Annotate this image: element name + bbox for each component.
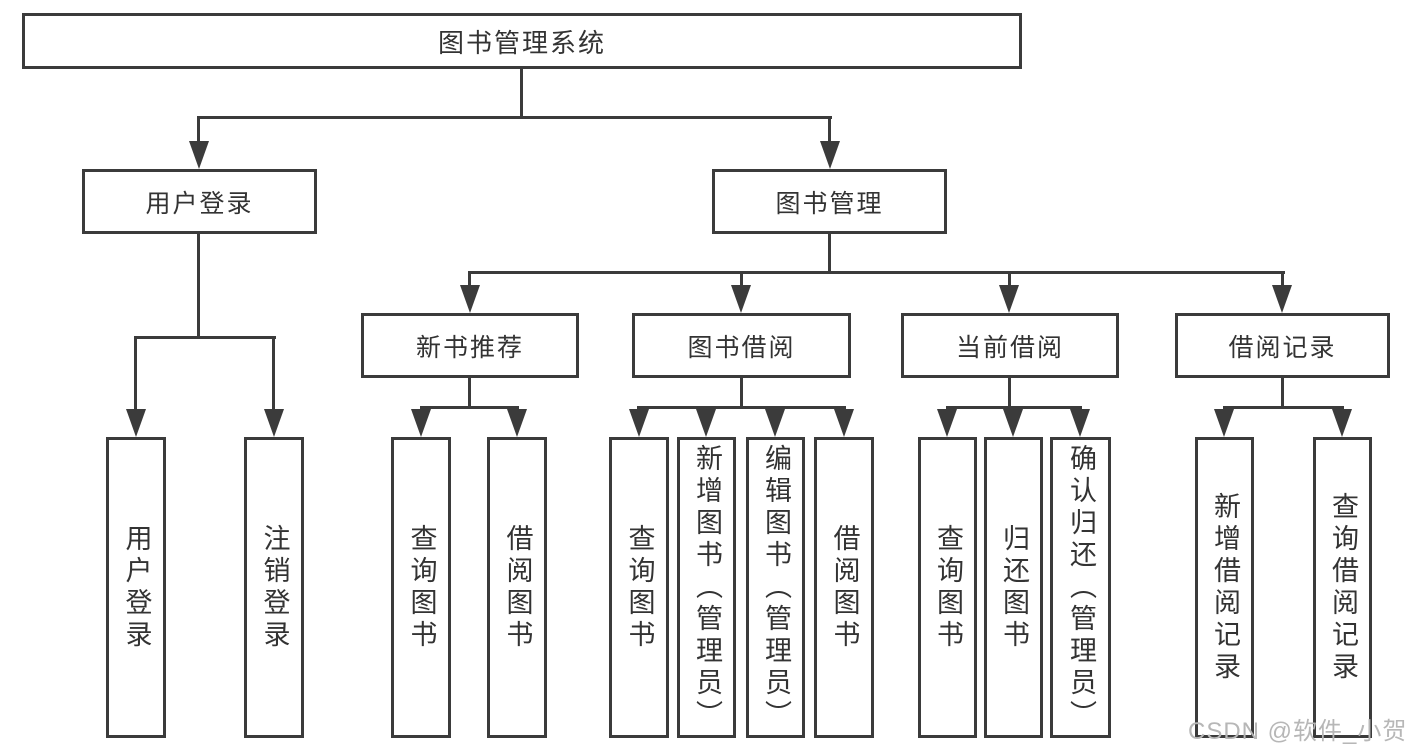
arrow-down-icon — [731, 285, 751, 313]
leaf-bb-edit-books-admin: 编辑图书（管理员） — [746, 437, 805, 738]
node-borrowing-records: 借阅记录 — [1175, 313, 1390, 378]
node-new-book-recommendation: 新书推荐 — [361, 313, 579, 378]
node-book-management-label: 图书管理 — [775, 189, 884, 218]
leaf-br-add-record-label: 新增借阅记录 — [1210, 491, 1240, 684]
connector-user-login-bus — [134, 336, 276, 339]
arrow-down-icon — [765, 409, 785, 437]
connector-groupD-stem — [1281, 377, 1284, 409]
csdn-watermark: CSDN @软件_小贺同学 — [1188, 718, 1405, 745]
leaf-nb-query-books-label: 查询图书 — [406, 523, 437, 652]
leaf-user-login-label: 用户登录 — [121, 523, 152, 652]
node-current-borrowing-label: 当前借阅 — [955, 333, 1064, 362]
leaf-bb-query-books-label: 查询图书 — [624, 523, 655, 652]
leaf-br-query-record-label: 查询借阅记录 — [1328, 491, 1358, 684]
arrow-down-icon — [1070, 409, 1090, 437]
node-user-login-label: 用户登录 — [145, 189, 254, 218]
leaf-cb-confirm-return-admin-label: 确认归还（管理员） — [1066, 443, 1096, 732]
arrow-down-icon — [999, 285, 1019, 313]
connector-book-mgmt-drop — [828, 116, 831, 143]
leaf-bb-borrow-books-label: 借阅图书 — [829, 523, 860, 652]
connector-groupB-stem — [740, 377, 743, 409]
node-book-borrowing-label: 图书借阅 — [687, 333, 796, 362]
connector-book-mgmt-stem — [828, 233, 831, 274]
arrow-down-icon — [411, 409, 431, 437]
connector-l3-drop — [468, 271, 471, 287]
arrow-down-icon — [834, 409, 854, 437]
node-borrowing-records-label: 借阅记录 — [1228, 333, 1337, 362]
leaf-bb-edit-books-admin-label: 编辑图书（管理员） — [761, 443, 791, 732]
leaf-cb-query-books-label: 查询图书 — [933, 523, 963, 652]
node-user-login: 用户登录 — [82, 169, 317, 234]
leaf-cb-query-books: 查询图书 — [918, 437, 977, 738]
node-new-book-recommendation-label: 新书推荐 — [415, 333, 524, 362]
connector-groupA-stem — [468, 377, 471, 409]
arrow-down-icon — [126, 409, 146, 437]
connector-leaf-drop — [134, 336, 137, 411]
leaf-logout: 注销登录 — [244, 437, 304, 738]
connector-leaf-drop — [272, 336, 275, 411]
leaf-cb-return-books-label: 归还图书 — [999, 523, 1029, 652]
arrow-down-icon — [820, 141, 840, 169]
arrow-down-icon — [264, 409, 284, 437]
leaf-cb-confirm-return-admin: 确认归还（管理员） — [1050, 437, 1111, 738]
connector-l3-drop — [1008, 271, 1011, 287]
leaf-user-login: 用户登录 — [106, 437, 166, 738]
connector-level2-bus — [197, 116, 832, 119]
arrow-down-icon — [1003, 409, 1023, 437]
leaf-cb-return-books: 归还图书 — [984, 437, 1043, 738]
leaf-br-query-record: 查询借阅记录 — [1313, 437, 1372, 738]
arrow-down-icon — [507, 409, 527, 437]
connector-root-stem — [520, 68, 523, 119]
leaf-nb-borrow-books: 借阅图书 — [487, 437, 547, 738]
leaf-bb-add-books-admin: 新增图书（管理员） — [677, 437, 736, 738]
connector-level3-bus — [468, 271, 1285, 274]
connector-l3-drop — [1281, 271, 1284, 287]
leaf-bb-query-books: 查询图书 — [609, 437, 669, 738]
connector-groupA-bus — [420, 406, 519, 409]
node-current-borrowing: 当前借阅 — [901, 313, 1119, 378]
node-book-borrowing: 图书借阅 — [632, 313, 851, 378]
connector-groupC-stem — [1008, 377, 1011, 409]
leaf-bb-borrow-books: 借阅图书 — [814, 437, 874, 738]
arrow-down-icon — [1214, 409, 1234, 437]
connector-user-login-stem — [197, 233, 200, 338]
leaf-nb-borrow-books-label: 借阅图书 — [502, 523, 533, 652]
leaf-nb-query-books: 查询图书 — [391, 437, 451, 738]
connector-groupD-bus — [1223, 406, 1344, 409]
connector-user-login-drop — [197, 116, 200, 143]
node-book-management: 图书管理 — [712, 169, 947, 234]
node-library-management-system-label: 图书管理系统 — [437, 27, 606, 58]
connector-l3-drop — [740, 271, 743, 287]
leaf-br-add-record: 新增借阅记录 — [1195, 437, 1254, 738]
arrow-down-icon — [629, 409, 649, 437]
arrow-down-icon — [189, 141, 209, 169]
connector-groupB-bus — [637, 406, 846, 409]
connector-groupC-bus — [946, 406, 1082, 409]
leaf-bb-add-books-admin-label: 新增图书（管理员） — [692, 443, 722, 732]
arrow-down-icon — [1332, 409, 1352, 437]
arrow-down-icon — [696, 409, 716, 437]
arrow-down-icon — [460, 285, 480, 313]
arrow-down-icon — [1272, 285, 1292, 313]
arrow-down-icon — [937, 409, 957, 437]
leaf-logout-label: 注销登录 — [259, 523, 290, 652]
node-library-management-system: 图书管理系统 — [22, 13, 1022, 69]
